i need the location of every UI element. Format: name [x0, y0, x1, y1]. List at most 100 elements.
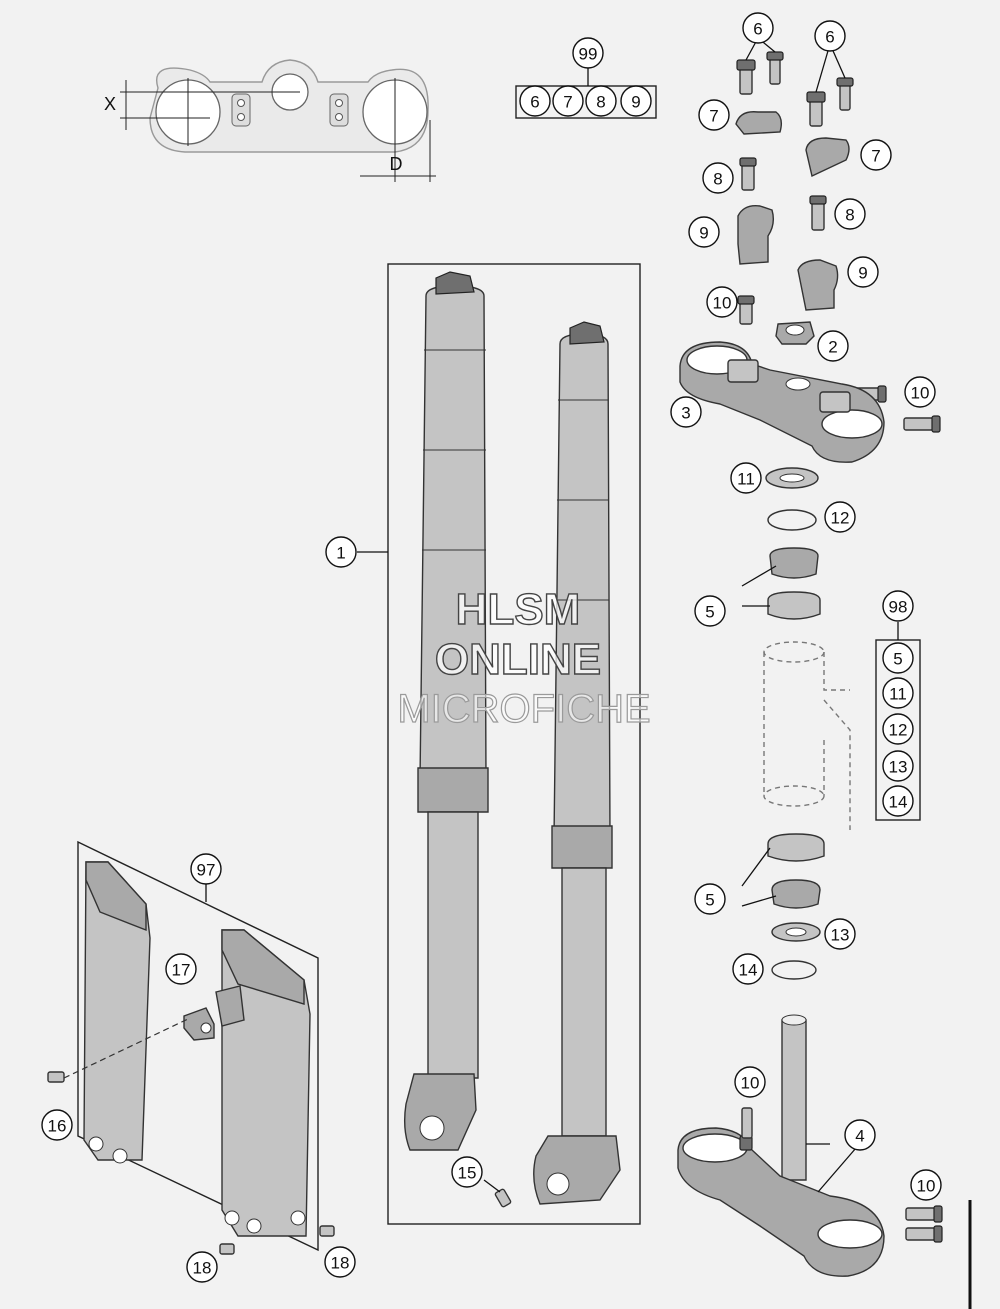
callout-circle — [834, 198, 866, 230]
callout-c11: 11 — [730, 462, 762, 494]
callout-circle — [702, 162, 734, 194]
callout-circle — [572, 37, 604, 69]
callout-number: 16 — [48, 1117, 67, 1136]
fork-protector-right — [221, 929, 311, 1237]
callout-k98c: 12 — [882, 713, 914, 745]
upper-triple-clamp — [679, 341, 885, 463]
callout-c15: 15 — [451, 1156, 483, 1188]
callout-c6a: 6 — [742, 12, 774, 44]
callout-circle — [824, 918, 856, 950]
handlebar-clamp-screws — [736, 37, 854, 127]
callout-number: 5 — [893, 650, 902, 669]
callout-circle — [910, 1169, 942, 1201]
callout-k99d: 9 — [620, 85, 652, 117]
callout-circle — [742, 12, 774, 44]
callout-circle — [824, 501, 856, 533]
callout-c5b: 5 — [694, 883, 726, 915]
callout-number: 3 — [681, 404, 690, 423]
callout-circle — [698, 99, 730, 131]
callout-c18a: 18 — [186, 1251, 218, 1283]
callout-circle — [734, 1066, 766, 1098]
callout-c10a: 10 — [706, 286, 738, 318]
callout-c14: 14 — [732, 953, 764, 985]
callout-number: 9 — [699, 224, 708, 243]
callout-number: 10 — [917, 1177, 936, 1196]
callout-number: 11 — [889, 685, 907, 704]
callout-circle — [165, 953, 197, 985]
callout-c10c: 10 — [734, 1066, 766, 1098]
callout-number: 12 — [831, 509, 850, 528]
callout-number: 18 — [331, 1254, 350, 1273]
callout-c98: 98 — [882, 590, 914, 622]
callout-c8a: 8 — [702, 162, 734, 194]
callout-number: 6 — [530, 93, 539, 112]
callout-circle — [860, 139, 892, 171]
watermark-line-3: MICROFICHE — [397, 687, 650, 731]
callout-circle — [694, 883, 726, 915]
fork-assembly-frame — [357, 263, 641, 1225]
callout-c16: 16 — [41, 1109, 73, 1141]
callout-circle — [882, 713, 914, 745]
callout-k99c: 8 — [585, 85, 617, 117]
callout-c8b: 8 — [834, 198, 866, 230]
callout-c1: 1 — [325, 536, 357, 568]
watermark-line-1: HLSM — [456, 585, 581, 634]
callout-circle — [844, 1119, 876, 1151]
callout-c97: 97 — [190, 853, 222, 885]
steering-stem-ghost-outline — [763, 641, 851, 830]
callout-number: 14 — [889, 793, 908, 812]
callout-c2: 2 — [817, 330, 849, 362]
callout-circle — [324, 1246, 356, 1278]
callout-number: 7 — [709, 107, 718, 126]
callout-number: 12 — [889, 721, 908, 740]
callout-number: 10 — [741, 1074, 760, 1093]
callout-number: 1 — [336, 544, 345, 563]
callout-number: 11 — [737, 470, 755, 489]
callout-circle — [451, 1156, 483, 1188]
callout-c3: 3 — [670, 396, 702, 428]
callout-number: 6 — [825, 28, 834, 47]
leader-lines — [741, 565, 857, 1193]
callout-circle — [882, 590, 914, 622]
callout-c5a: 5 — [694, 595, 726, 627]
callout-number: 18 — [193, 1259, 212, 1278]
callout-number: 7 — [871, 147, 880, 166]
callout-circle — [882, 750, 914, 782]
fork-leg-right — [533, 321, 621, 1205]
callout-number: 10 — [713, 294, 732, 313]
callout-number: 98 — [889, 598, 908, 617]
callout-c9a: 9 — [688, 216, 720, 248]
dimension-d-label: D — [390, 154, 403, 174]
callout-k98b: 11 — [882, 677, 914, 709]
callout-circle — [904, 376, 936, 408]
callout-circle — [41, 1109, 73, 1141]
callout-circle — [519, 85, 551, 117]
callout-circle — [814, 20, 846, 52]
fork-protector-kit-frame — [77, 840, 319, 1252]
callout-c7b: 7 — [860, 139, 892, 171]
callout-number: 7 — [563, 93, 572, 112]
callout-number: 13 — [889, 758, 908, 777]
callout-number: 8 — [713, 170, 722, 189]
callout-circle — [186, 1251, 218, 1283]
callout-c10d: 10 — [910, 1169, 942, 1201]
callout-circle — [585, 85, 617, 117]
callout-k98a: 5 — [882, 642, 914, 674]
callout-circle — [552, 85, 584, 117]
watermark-line-2: ONLINE — [435, 635, 601, 684]
callout-c12: 12 — [824, 501, 856, 533]
callout-circle — [706, 286, 738, 318]
callout-c4: 4 — [844, 1119, 876, 1151]
callout-c18b: 18 — [324, 1246, 356, 1278]
fork-leg-left — [403, 271, 489, 1151]
callout-number: 5 — [705, 603, 714, 622]
callout-number: 2 — [828, 338, 837, 357]
callout-circle — [730, 462, 762, 494]
callout-number: 8 — [596, 93, 605, 112]
steering-head-bearings-bottom — [767, 833, 825, 980]
callout-number: 4 — [855, 1127, 864, 1146]
watermark: HLSM ONLINE MICROFICHE — [397, 584, 652, 731]
